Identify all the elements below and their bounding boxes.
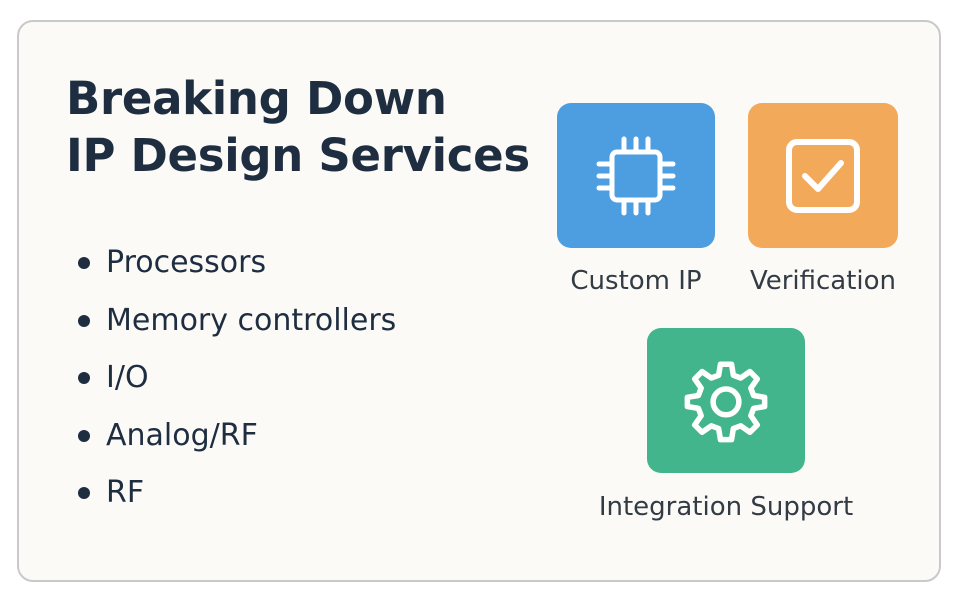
bullet-text: RF (106, 475, 145, 510)
custom-ip-tile (557, 103, 715, 248)
title-line-2: IP Design Services (66, 129, 530, 182)
slide-title: Breaking Down IP Design Services (66, 70, 530, 184)
bullet-text: Processors (106, 245, 267, 280)
bullet-dot-icon (78, 372, 90, 384)
bullet-item: Memory controllers (76, 292, 396, 350)
bullet-item: Analog/RF (76, 407, 396, 465)
integration-support-tile (647, 328, 805, 473)
custom-ip-label: Custom IP (570, 266, 702, 296)
bullet-text: Analog/RF (106, 417, 258, 453)
verification-tile (748, 103, 898, 248)
slide-card: Breaking Down IP Design Services Process… (17, 20, 941, 582)
integration-support-label: Integration Support (598, 492, 854, 522)
bullet-dot-icon (78, 429, 90, 442)
title-line-1: Breaking Down (66, 72, 447, 125)
bullet-list: Processors Memory controllers I/O Analog… (76, 234, 396, 522)
bullet-text: I/O (106, 360, 149, 395)
bullet-dot-icon (78, 257, 90, 269)
bullet-dot-icon (78, 314, 90, 327)
verification-label: Verification (749, 266, 897, 296)
bullet-item: RF (76, 464, 396, 522)
bullet-item: I/O (76, 349, 396, 407)
chip-icon (596, 136, 676, 215)
bullet-text: Memory controllers (106, 302, 397, 338)
bullet-dot-icon (78, 487, 90, 499)
gear-icon (684, 360, 768, 442)
checkbox-icon (786, 138, 860, 213)
bullet-item: Processors (76, 234, 396, 292)
